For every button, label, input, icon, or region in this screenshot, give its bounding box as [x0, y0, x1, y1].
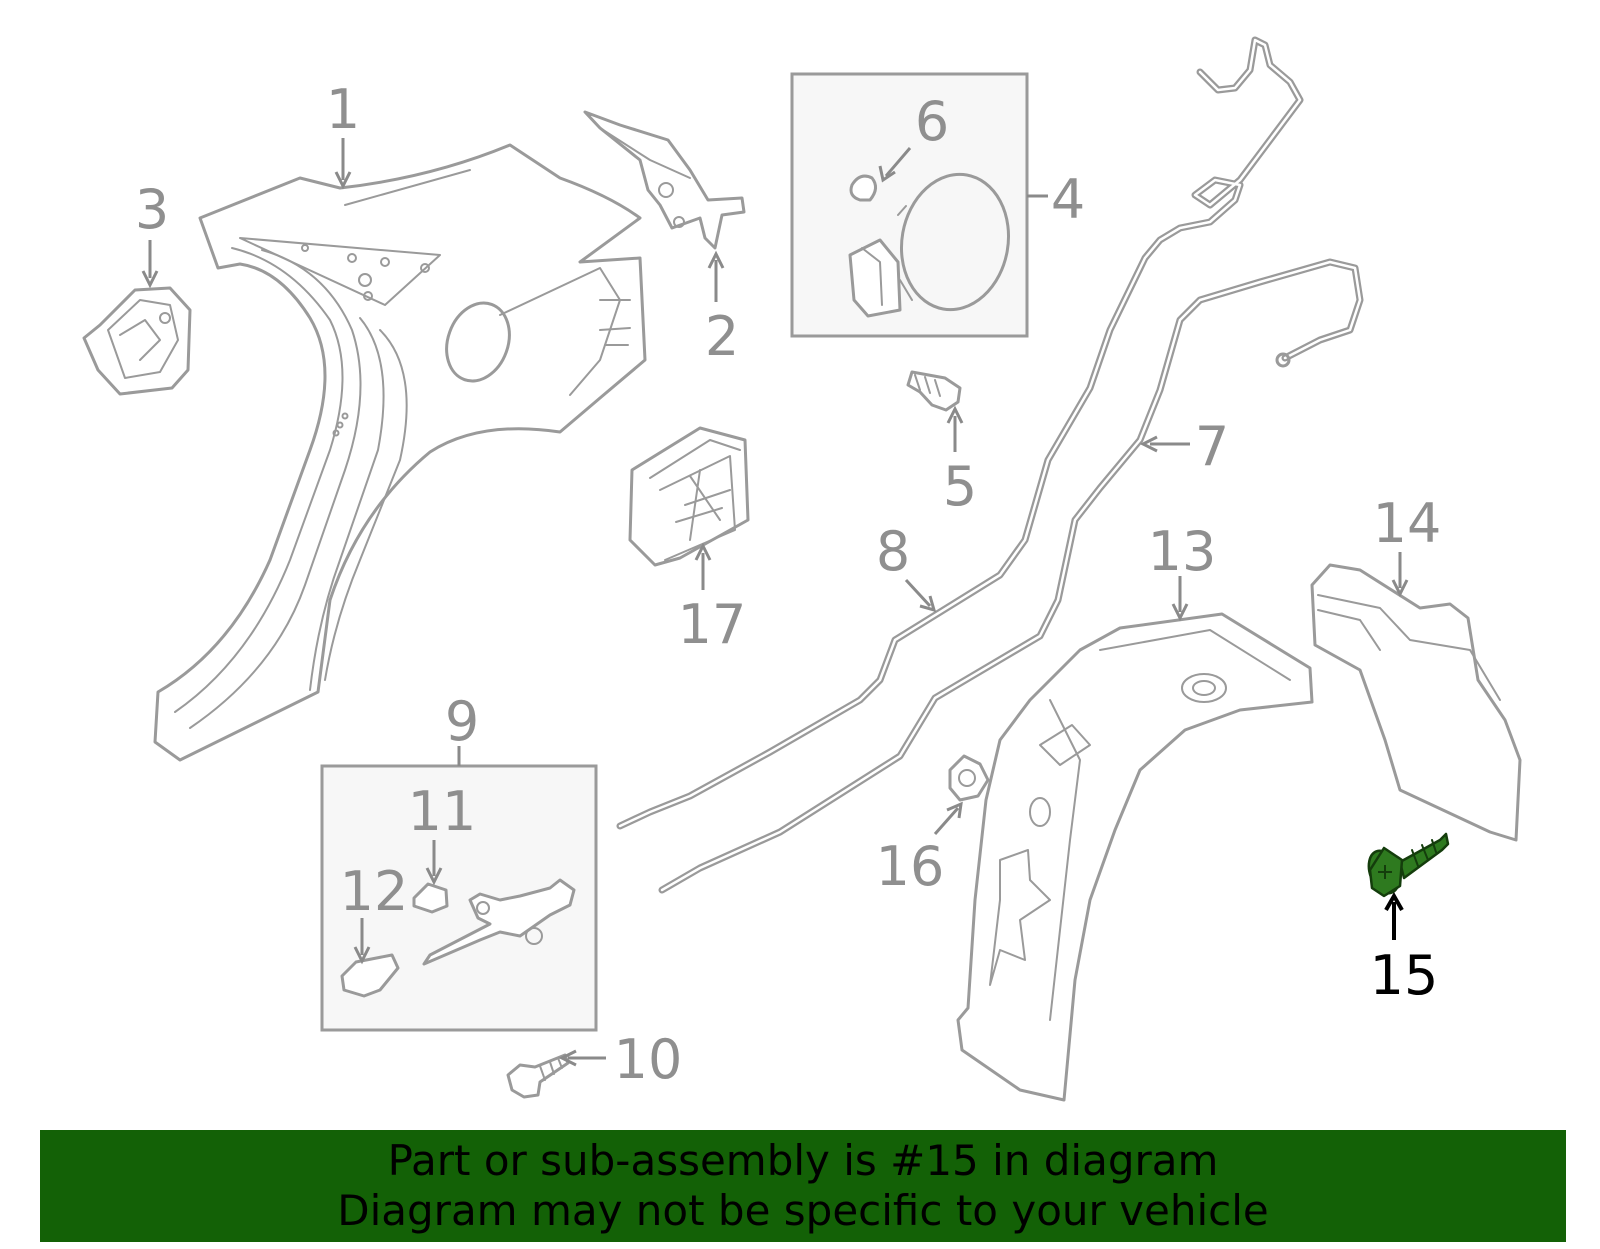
- part-9-actuator[interactable]: [422, 878, 576, 966]
- part-4-fuel-door[interactable]: [848, 166, 1019, 318]
- part-10-bolt[interactable]: [506, 1053, 570, 1099]
- callout-13[interactable]: 13: [1148, 520, 1217, 583]
- callout-6[interactable]: 6: [915, 90, 949, 153]
- parts-diagram: 1 2 3 4 6 5: [82, 36, 1522, 1102]
- part-13-liner[interactable]: [956, 612, 1314, 1102]
- callout-15[interactable]: 15: [1370, 944, 1439, 1007]
- part-16-nut[interactable]: [948, 754, 990, 802]
- info-banner: Part or sub-assembly is #15 in diagram D…: [40, 1130, 1566, 1242]
- callout-14[interactable]: 14: [1373, 492, 1442, 555]
- part-7-cable[interactable]: [658, 258, 1364, 894]
- callout-16[interactable]: 16: [876, 835, 945, 898]
- part-17-block[interactable]: [628, 426, 750, 567]
- part-15-screw[interactable]: [1363, 832, 1450, 898]
- part-11-clip[interactable]: [412, 882, 449, 914]
- callout-17[interactable]: 17: [678, 593, 747, 656]
- part-3-bracket[interactable]: [82, 286, 192, 396]
- callout-3[interactable]: 3: [135, 178, 169, 241]
- callout-9[interactable]: 9: [445, 690, 479, 753]
- banner-line-2: Diagram may not be specific to your vehi…: [337, 1186, 1269, 1235]
- callout-10[interactable]: 10: [614, 1028, 683, 1091]
- callout-4[interactable]: 4: [1051, 168, 1085, 231]
- callout-1[interactable]: 1: [326, 78, 360, 141]
- part-6-clip[interactable]: [849, 174, 877, 202]
- callout-8[interactable]: 8: [876, 520, 910, 583]
- part-8-cable[interactable]: [616, 36, 1304, 830]
- part-5-bolt[interactable]: [906, 370, 962, 412]
- callout-12[interactable]: 12: [340, 860, 409, 923]
- callout-11[interactable]: 11: [408, 780, 477, 843]
- banner-line-1: Part or sub-assembly is #15 in diagram: [387, 1136, 1219, 1185]
- callout-5[interactable]: 5: [943, 455, 977, 518]
- callout-7[interactable]: 7: [1195, 415, 1229, 478]
- part-2-bracket[interactable]: [583, 110, 746, 250]
- part-14-mudguard[interactable]: [1310, 563, 1522, 842]
- callout-2[interactable]: 2: [705, 305, 739, 368]
- part-1-quarter-panel[interactable]: [153, 143, 647, 762]
